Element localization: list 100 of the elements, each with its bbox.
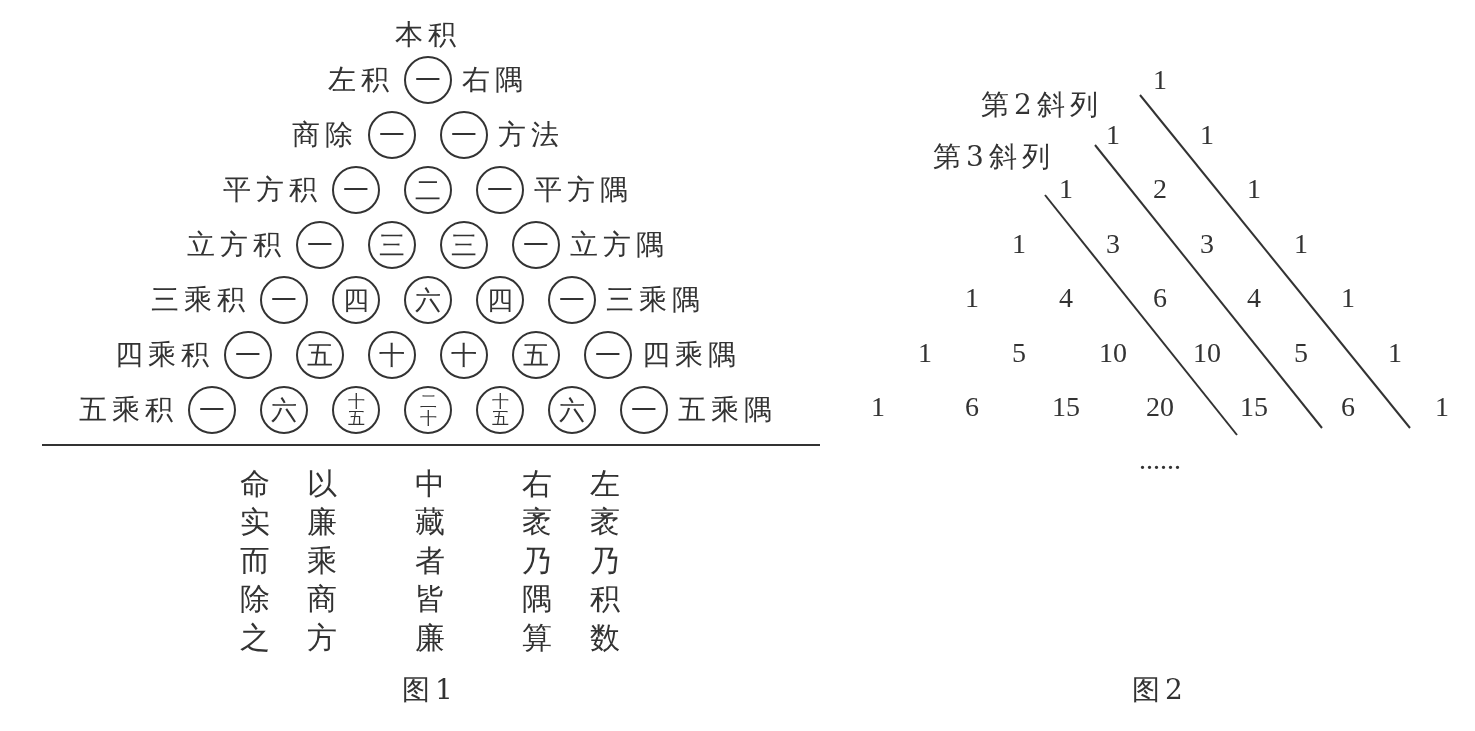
row-label: 本积	[395, 17, 461, 53]
numeral-text: 四	[487, 287, 513, 313]
circle	[476, 386, 524, 434]
circle	[476, 166, 524, 214]
row-label: 三乘隅	[606, 282, 705, 318]
verse-column: 左袤乃积数	[590, 465, 620, 657]
circle	[620, 386, 668, 434]
number: 1	[1200, 118, 1214, 151]
number: 1	[1106, 118, 1120, 151]
numeral-text: 一	[451, 122, 477, 148]
row-label: 平方隅	[534, 172, 633, 208]
numeral-text: 十五	[491, 393, 509, 427]
circle	[332, 386, 380, 434]
numeral-text: 六	[271, 397, 297, 423]
numeral-text: 十	[379, 342, 405, 368]
ellipsis: ......	[1139, 444, 1181, 476]
circle	[584, 331, 632, 379]
number: 10	[1193, 336, 1221, 369]
circle	[512, 331, 560, 379]
number: 10	[1099, 336, 1127, 369]
verse-column: 中藏者皆廉	[415, 465, 445, 657]
number: 1	[965, 282, 979, 314]
numeral-text: 六	[559, 397, 585, 423]
row-label: 平方积	[223, 172, 322, 208]
circle	[404, 166, 452, 214]
row-label: 左积	[328, 62, 394, 98]
number: 15	[1240, 391, 1268, 423]
circle	[476, 276, 524, 324]
number: 1	[871, 391, 885, 423]
figure-caption: 图2	[1132, 672, 1188, 708]
row-label: 右隅	[462, 62, 528, 98]
verse-column: 以廉乘商方	[307, 465, 337, 657]
number: 1	[1341, 282, 1355, 314]
number: 2	[1153, 173, 1167, 205]
numeral-text: 一	[595, 342, 621, 368]
row-label: 商除	[292, 117, 358, 153]
circle	[368, 331, 416, 379]
number: 3	[1106, 227, 1120, 260]
circle	[404, 276, 452, 324]
numeral-text: 一	[235, 342, 261, 368]
numeral-text: 一	[415, 67, 441, 93]
circle	[296, 221, 344, 269]
circle	[440, 331, 488, 379]
number: 15	[1052, 391, 1080, 423]
numeral-text: 一	[343, 177, 369, 203]
number: 1	[1247, 173, 1261, 205]
figure-caption: 图1	[402, 672, 458, 708]
circle	[548, 276, 596, 324]
numeral-text: 一	[487, 177, 513, 203]
row-label: 三乘积	[151, 282, 250, 318]
numeral-text: 一	[199, 397, 225, 423]
number: 4	[1247, 282, 1261, 314]
row-label: 五乘隅	[678, 392, 777, 428]
number: 5	[1294, 336, 1308, 369]
circle	[368, 111, 416, 159]
numeral-text: 一	[307, 232, 333, 258]
diagonal-label: 第3斜列	[933, 139, 1055, 175]
number: 1	[1388, 336, 1402, 369]
numeral-text: 三	[379, 232, 405, 258]
circle	[404, 56, 452, 104]
numeral-text: 三	[451, 232, 477, 258]
row-label: 五乘积	[79, 392, 178, 428]
circle	[332, 166, 380, 214]
number: 5	[1012, 336, 1026, 369]
number: 20	[1146, 391, 1174, 423]
numeral-text: 一	[631, 397, 657, 423]
circle	[260, 386, 308, 434]
row-label: 四乘积	[115, 337, 214, 373]
circle	[512, 221, 560, 269]
numeral-text: 十五	[347, 393, 365, 427]
circle	[548, 386, 596, 434]
number: 1	[1059, 173, 1073, 205]
numeral-text: 五	[307, 342, 333, 368]
circle	[440, 221, 488, 269]
number: 1	[1153, 64, 1167, 96]
row-label: 四乘隅	[642, 337, 741, 373]
circle	[296, 331, 344, 379]
number: 1	[1012, 227, 1026, 260]
number: 6	[1153, 282, 1167, 314]
number: 6	[1341, 391, 1355, 423]
number: 1	[1294, 227, 1308, 260]
verse-column: 命实而除之	[240, 465, 270, 657]
numeral-text: 五	[523, 342, 549, 368]
number: 4	[1059, 282, 1073, 314]
numeral-text: 一	[379, 122, 405, 148]
numeral-text: 二十	[419, 393, 437, 427]
numeral-text: 六	[415, 287, 441, 313]
circle	[368, 221, 416, 269]
numeral-text: 四	[343, 287, 369, 313]
circle	[188, 386, 236, 434]
number: 1	[1435, 391, 1449, 423]
row-label: 方法	[498, 117, 564, 153]
circle	[260, 276, 308, 324]
numeral-text: 一	[271, 287, 297, 313]
circle	[224, 331, 272, 379]
diagonal-label: 第2斜列	[981, 87, 1103, 123]
circle	[440, 111, 488, 159]
numeral-text: 一	[559, 287, 585, 313]
row-label: 立方隅	[570, 227, 669, 263]
number: 3	[1200, 227, 1214, 260]
